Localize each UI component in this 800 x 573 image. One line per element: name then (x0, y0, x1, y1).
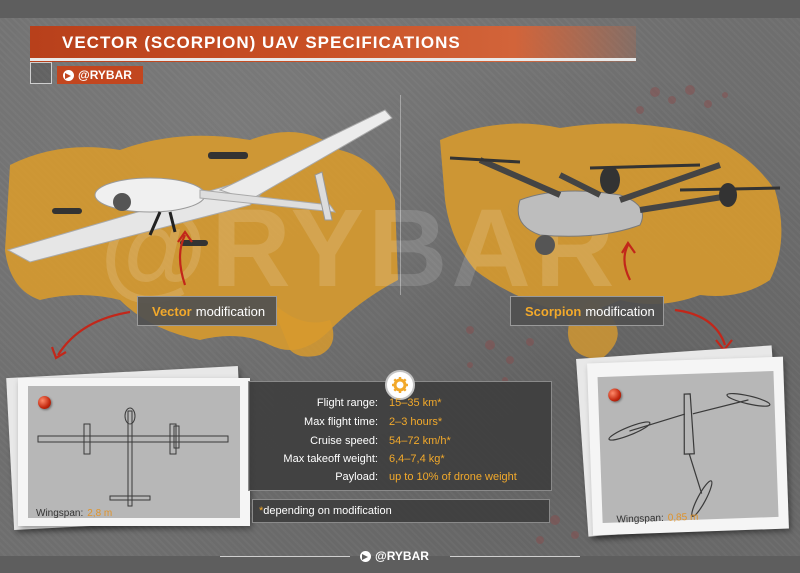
channel-badge[interactable]: @RYBAR (57, 66, 143, 84)
center-divider (400, 95, 401, 295)
top-strip (0, 0, 800, 18)
footer-channel[interactable]: @RYBAR (360, 548, 429, 564)
telegram-icon (360, 550, 371, 562)
title-underline (30, 58, 636, 61)
vector-label-accent: Vector (152, 303, 192, 319)
scorpion-schematic (608, 392, 771, 517)
title-bar (30, 26, 636, 62)
bottom-strip (0, 556, 800, 573)
spec-label: Max takeoff weight: (283, 453, 378, 465)
logo-box (30, 62, 52, 84)
vector-wingspan-value: 2,8 m (87, 508, 113, 519)
spec-label: Max flight time: (304, 416, 378, 428)
scorpion-card-photo (597, 370, 779, 524)
footnote-text: depending on modification (263, 505, 392, 517)
scorpion-wingspan: Wingspan:0,85 m (616, 512, 698, 526)
footer-channel-name: @RYBAR (375, 549, 429, 563)
spec-label: Cruise speed: (310, 435, 378, 447)
vector-modification-label: Vector modification (137, 296, 277, 326)
footer-rule-left (220, 556, 350, 557)
telegram-icon (63, 69, 74, 81)
spec-label: Payload: (335, 471, 378, 483)
spec-label: Flight range: (316, 397, 378, 409)
footnote: * depending on modification (252, 499, 550, 523)
gear-icon (385, 370, 415, 400)
footnote-star: * (259, 505, 264, 517)
scorpion-label-accent: Scorpion (525, 303, 582, 319)
spec-value: 15–35 km* (389, 397, 442, 409)
scorpion-label-text: modification (585, 303, 655, 319)
vector-schematic (37, 407, 229, 507)
vector-label-text: modification (195, 303, 266, 319)
page-title: VECTOR (SCORPION) UAV SPECIFICATIONS (62, 33, 461, 52)
channel-name: @RYBAR (78, 68, 132, 82)
scorpion-card: Wingspan:0,85 m (587, 356, 789, 536)
vector-wingspan-label: Wingspan: (36, 508, 84, 519)
spec-value: 6,4–7,4 kg* (389, 453, 445, 465)
footer-rule-right (450, 556, 580, 557)
vector-drone-image (6, 109, 393, 263)
scorpion-wingspan-label: Wingspan: (616, 512, 664, 526)
pin-icon (38, 396, 51, 409)
vector-card: Wingspan:2,8 m (18, 378, 250, 526)
vector-wingspan: Wingspan:2,8 m (36, 508, 112, 519)
spec-value: 54–72 km/h* (389, 435, 451, 447)
scorpion-modification-label: Scorpion modification (510, 296, 664, 326)
spec-value: 2–3 hours* (389, 416, 443, 428)
scorpion-wingspan-value: 0,85 m (667, 511, 699, 524)
vector-card-photo (28, 386, 240, 518)
scorpion-drone-image (449, 156, 781, 255)
spec-value: up to 10% of drone weight (389, 471, 517, 483)
